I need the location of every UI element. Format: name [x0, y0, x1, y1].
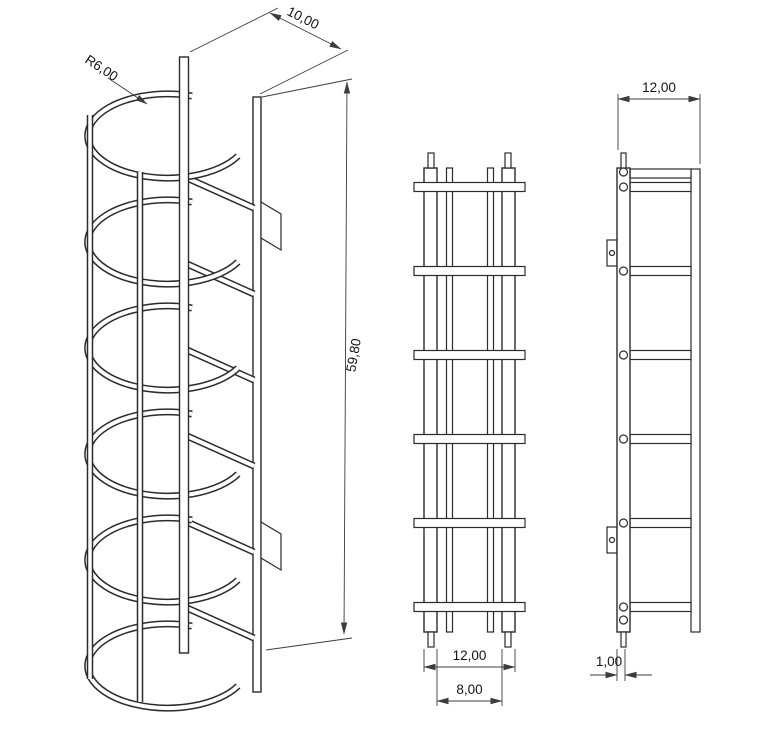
iso-width-dimension: 10,00 [189, 4, 349, 95]
rung-end-holes [618, 167, 629, 625]
side-hoop-bands [629, 181, 692, 613]
side-cage-strap [690, 168, 701, 633]
side-depth-dimension: 12,00 [617, 80, 701, 164]
side-thickness-label: 1,00 [596, 654, 622, 669]
mounting-bracket [260, 520, 282, 572]
iso-height-label: 59,80 [343, 337, 364, 373]
cage-straps [86, 115, 144, 702]
ladder-rungs [185, 174, 256, 642]
side-view: 12,00 1,00 [590, 80, 701, 681]
front-inner-width-label: 8,00 [456, 682, 482, 697]
front-post [427, 152, 435, 169]
front-strap [445, 167, 454, 633]
front-hoop-bands [413, 181, 526, 613]
side-thickness-dimension: 1,00 [590, 649, 652, 681]
mounting-bracket [260, 200, 282, 252]
cage-hoops [84, 90, 241, 712]
side-post [620, 631, 627, 648]
iso-height-dimension: 59,80 [261, 78, 364, 651]
isometric-view: R6,00 10,00 59,80 [82, 4, 364, 712]
front-view: 12,00 8,00 [413, 152, 526, 706]
bracket-hole [608, 249, 616, 257]
bracket-hole [608, 536, 616, 544]
front-strap [486, 167, 495, 633]
front-inner-width-dimension: 8,00 [436, 649, 503, 706]
front-outer-width-label: 12,00 [453, 648, 487, 663]
iso-radius-label: R6,00 [82, 52, 120, 84]
front-right-stile [501, 167, 516, 633]
side-depth-label: 12,00 [642, 80, 676, 95]
front-post [504, 152, 512, 169]
front-left-stile [423, 167, 438, 633]
side-top-band [629, 168, 692, 179]
front-post [504, 631, 512, 648]
ladder-front-rail [178, 56, 190, 654]
side-rail [616, 167, 631, 633]
ladder-back-rail [252, 96, 262, 693]
iso-width-label: 10,00 [285, 4, 322, 33]
front-post [427, 631, 435, 648]
side-post [620, 152, 627, 169]
front-outer-width-dimension: 12,00 [423, 648, 516, 672]
